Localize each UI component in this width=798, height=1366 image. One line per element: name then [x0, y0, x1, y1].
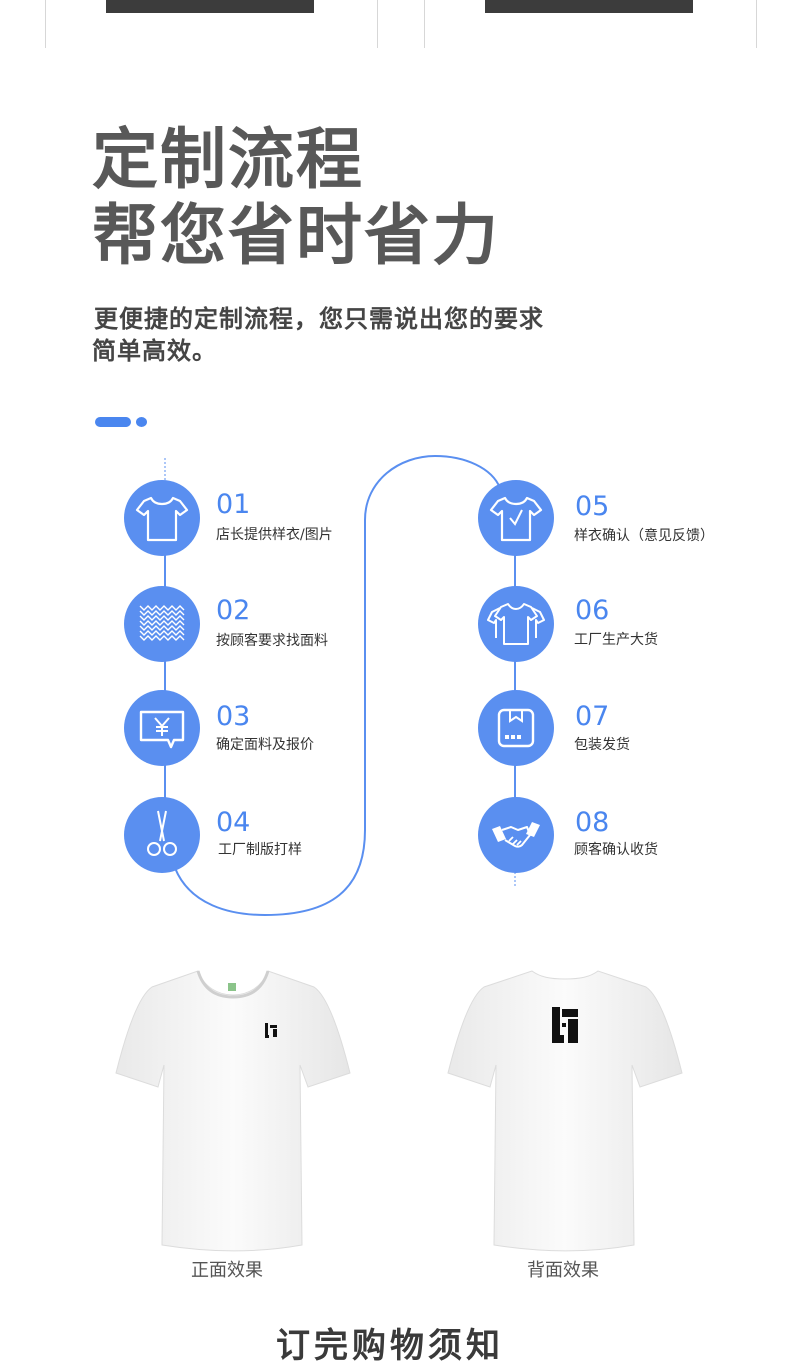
step-03-circle — [124, 690, 200, 766]
card-bar-left — [106, 0, 314, 13]
step-03-number: 03 — [216, 701, 251, 732]
fabric-icon — [139, 605, 185, 641]
step-06-circle — [478, 586, 554, 662]
front-caption: 正面效果 — [191, 1260, 263, 1281]
card-edge-mid-left — [377, 0, 378, 48]
tshirt-front-image — [115, 970, 351, 1252]
step-04-label: 工厂制版打样 — [218, 842, 302, 858]
step-07-label: 包装发货 — [574, 737, 630, 753]
scissors-icon — [147, 810, 177, 856]
card-edge-left — [45, 0, 46, 48]
tshirts-stack-icon — [487, 603, 545, 645]
step-05-label: 样衣确认（意见反馈） — [574, 528, 714, 544]
step-08-number: 08 — [575, 807, 610, 838]
step-04-circle — [124, 797, 200, 873]
step-01-circle — [124, 480, 200, 556]
page-title-line1: 定制流程 — [92, 121, 364, 198]
back-logo-icon — [552, 1007, 578, 1043]
step-02-label: 按顾客要求找面料 — [216, 633, 328, 649]
step-05-circle — [478, 480, 554, 556]
step-05-number: 05 — [575, 491, 610, 522]
step-04-number: 04 — [216, 807, 251, 838]
card-edge-right — [756, 0, 757, 48]
back-caption: 背面效果 — [527, 1260, 599, 1281]
package-icon — [497, 708, 535, 748]
step-01-number: 01 — [216, 489, 251, 520]
decor-pill — [95, 417, 131, 427]
step-06-label: 工厂生产大货 — [574, 632, 658, 648]
description-line1: 更便捷的定制流程，您只需说出您的要求 — [94, 305, 544, 333]
step-02-number: 02 — [216, 595, 251, 626]
price-yen-icon — [139, 710, 185, 749]
step-08-circle — [478, 797, 554, 873]
front-logo-icon — [265, 1023, 277, 1038]
tshirt-check-icon — [489, 496, 543, 542]
step-03-label: 确定面料及报价 — [216, 737, 314, 753]
step-07-circle — [478, 690, 554, 766]
step-08-label: 顾客确认收货 — [574, 842, 658, 858]
step-01-label: 店长提供样衣/图片 — [216, 527, 333, 543]
page-title-line2: 帮您省时省力 — [92, 197, 500, 274]
card-bar-right — [485, 0, 693, 13]
card-edge-mid-right — [424, 0, 425, 48]
step-07-number: 07 — [575, 701, 610, 732]
decor-dot — [136, 417, 147, 427]
tshirt-icon — [135, 496, 189, 542]
step-02-circle — [124, 586, 200, 662]
description-line2: 简单高效。 — [92, 337, 217, 365]
flow-path — [164, 454, 516, 917]
step-06-number: 06 — [575, 595, 610, 626]
next-section-title: 订完购物须知 — [276, 1326, 504, 1366]
tshirt-back-image — [447, 970, 683, 1252]
handshake-icon — [492, 822, 540, 848]
